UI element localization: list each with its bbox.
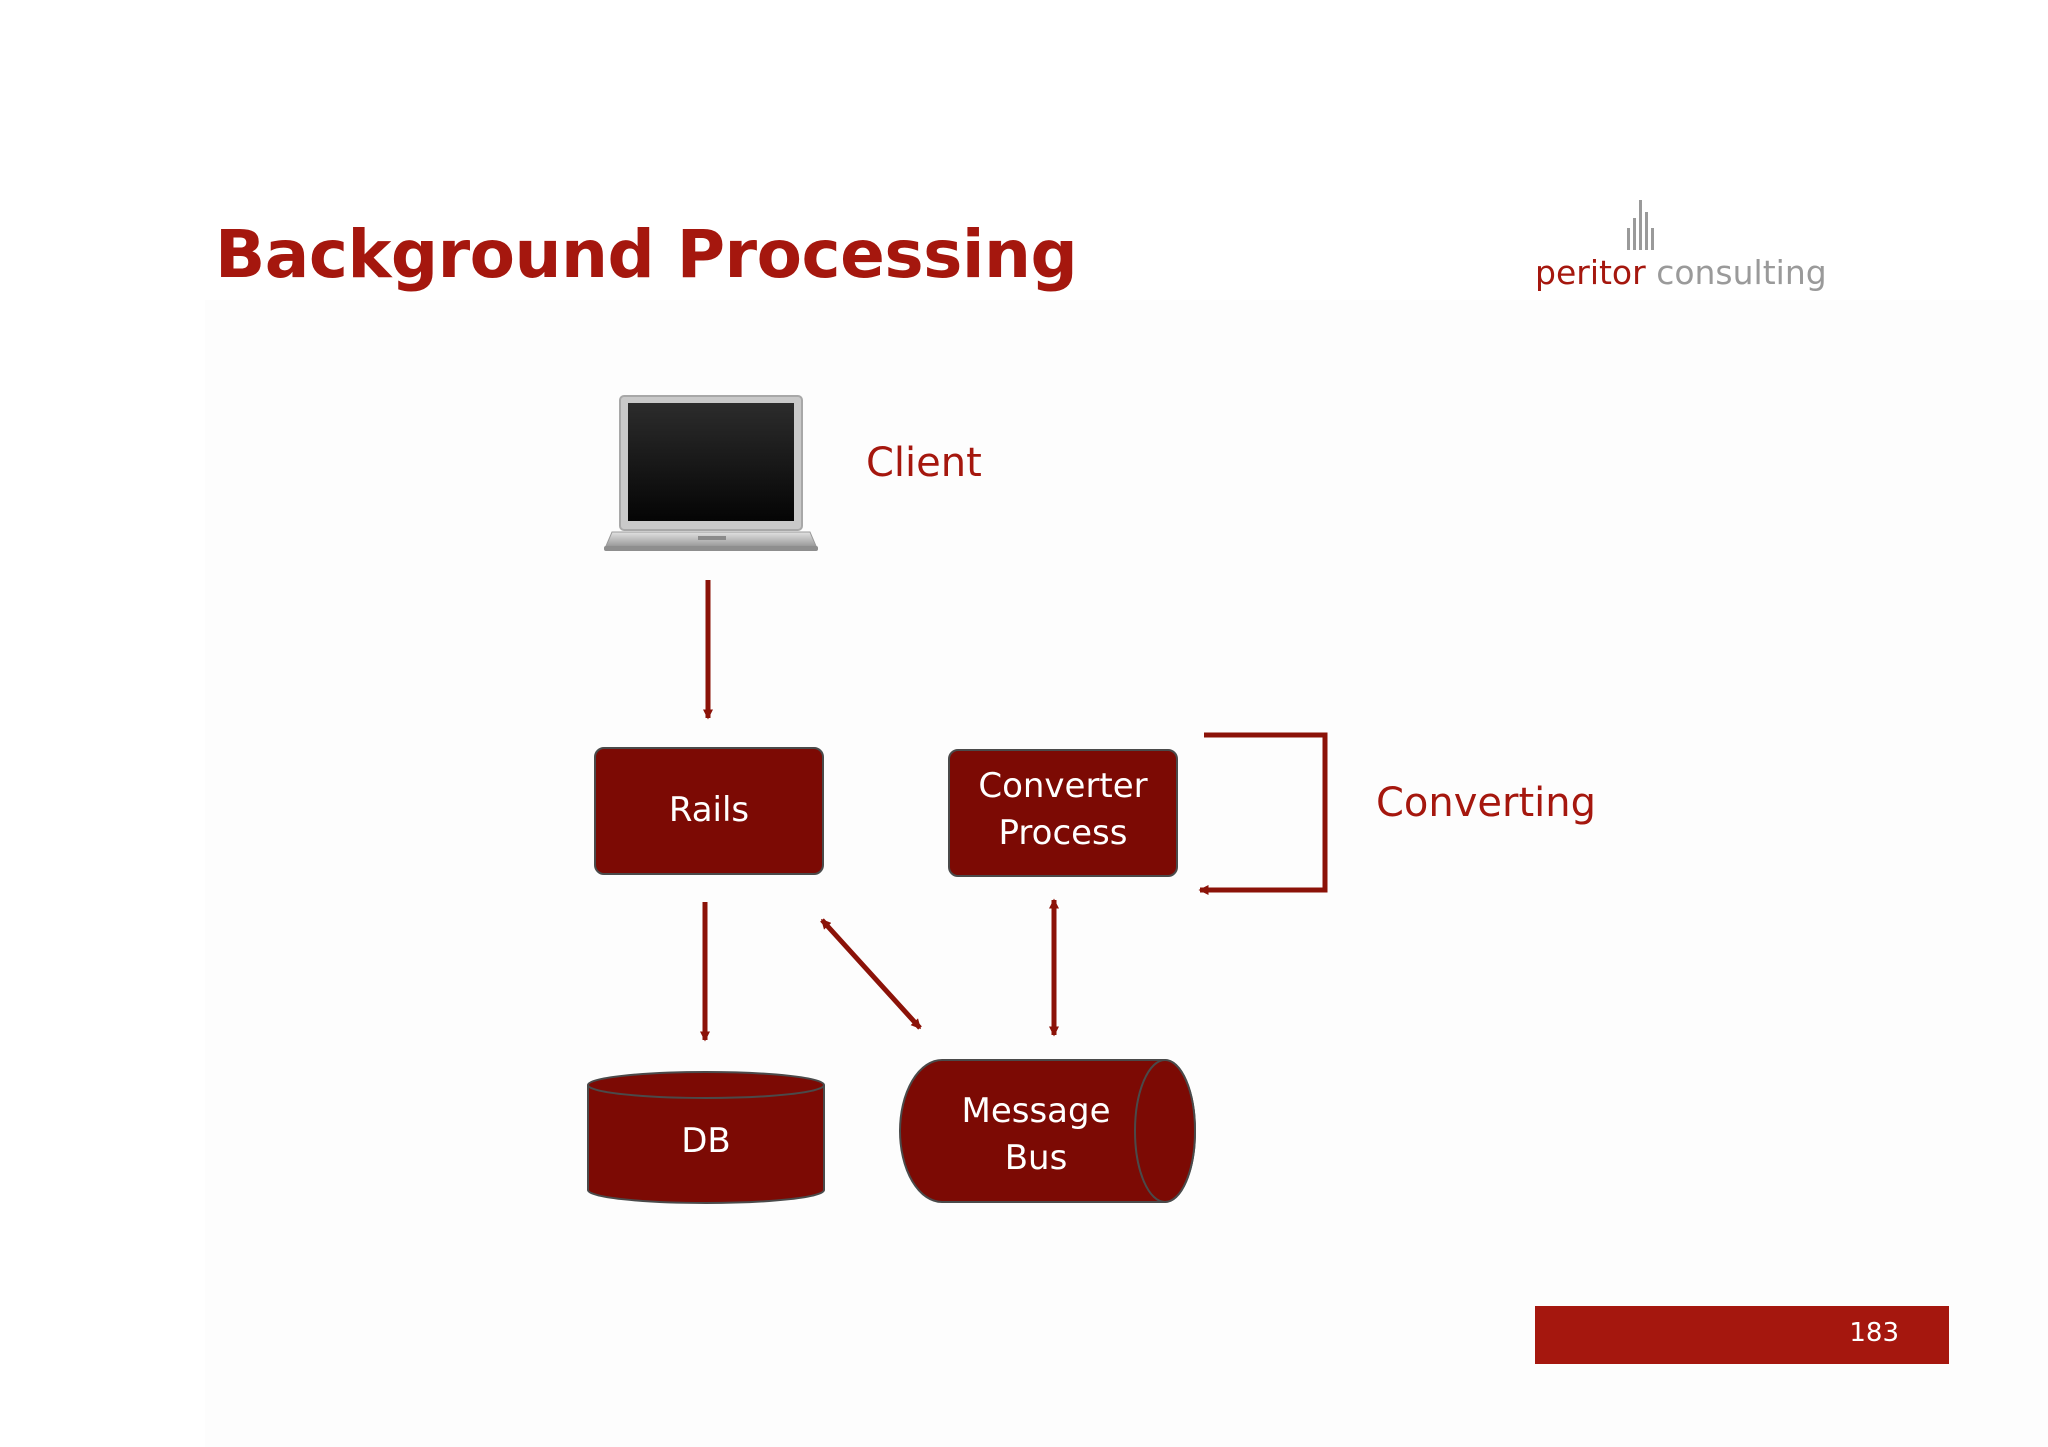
converter-label-line2: Process (998, 813, 1128, 853)
message-bus-label-line2: Bus (1004, 1138, 1068, 1178)
logo-text: peritor consulting (1535, 253, 1827, 292)
message-bus-node (899, 1059, 1196, 1203)
slide-title: Background Processing (215, 216, 1078, 293)
arrow-rails-message-bus (820, 918, 922, 1030)
page-number: 183 (1849, 1318, 1899, 1348)
converter-process-label: Converter Process (949, 763, 1177, 857)
db-node-label: DB (681, 1121, 731, 1161)
page-number-bar: 183 (1535, 1306, 1949, 1364)
message-bus-label-line1: Message (961, 1091, 1111, 1131)
bar-chart-logo-icon (1627, 200, 1654, 250)
logo-word-peritor: peritor (1535, 253, 1646, 292)
rails-node (594, 747, 824, 875)
company-logo: peritor consulting (1535, 198, 1827, 298)
client-label: Client (866, 440, 982, 486)
rails-node-label: Rails (668, 790, 750, 830)
db-node (587, 1071, 825, 1204)
logo-word-consulting: consulting (1656, 253, 1827, 292)
arrow-converting-loop (1198, 732, 1328, 895)
laptop-icon (604, 395, 818, 551)
converter-process-node (948, 749, 1178, 877)
converting-label: Converting (1376, 780, 1597, 826)
message-bus-label: Message Bus (922, 1088, 1150, 1182)
converter-label-line1: Converter (978, 766, 1148, 806)
